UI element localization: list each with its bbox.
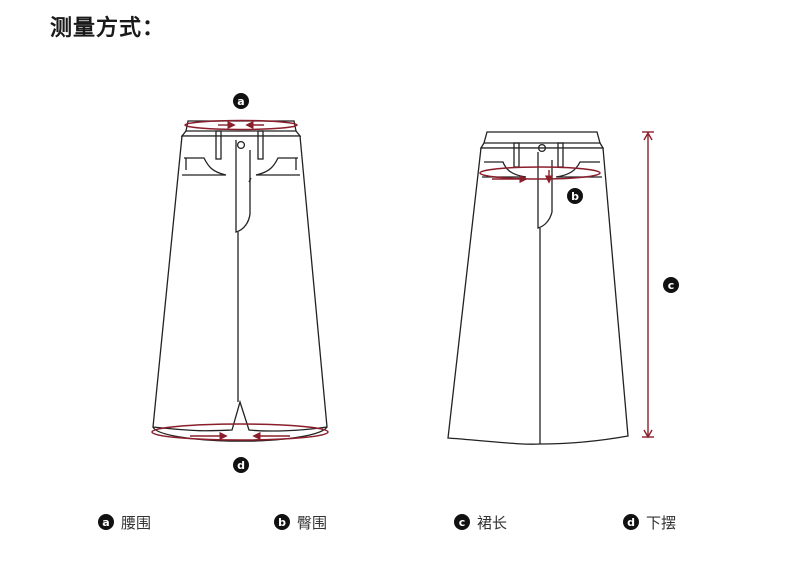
waist-measure-line [184, 119, 298, 131]
marker-b-label: b [571, 190, 579, 203]
marker-b: b [567, 188, 583, 204]
legend-item-hip: b 臀围 [274, 510, 327, 534]
legend-marker-c: c [454, 514, 470, 530]
legend-item-waist: a 腰围 [98, 510, 151, 534]
legend-item-length: c 裙长 [454, 510, 507, 534]
page-title: 测量方式： [50, 16, 166, 41]
legend-marker-b: b [274, 514, 290, 530]
marker-c: c [663, 277, 679, 293]
legend-label-waist: 腰围 [121, 513, 152, 532]
hem-measure-line [151, 423, 329, 441]
marker-a: a [233, 93, 249, 109]
legend-label-length: 裙长 [477, 513, 508, 532]
measurement-diagram: a d b c [151, 93, 679, 473]
legend-marker-a: a [98, 514, 114, 530]
legend-label-hem: 下摆 [646, 513, 677, 532]
length-measure-line [642, 131, 654, 439]
marker-d: d [233, 457, 249, 473]
marker-c-label: c [668, 279, 675, 292]
skirt-front-drawing [152, 120, 328, 442]
hip-measure-line [479, 166, 601, 184]
skirt-back-drawing [447, 131, 629, 445]
legend-marker-d: d [623, 514, 639, 530]
marker-d-label: d [237, 459, 245, 472]
legend-item-hem: d 下摆 [623, 510, 676, 534]
marker-a-label: a [237, 95, 244, 108]
legend-label-hip: 臀围 [297, 513, 328, 532]
